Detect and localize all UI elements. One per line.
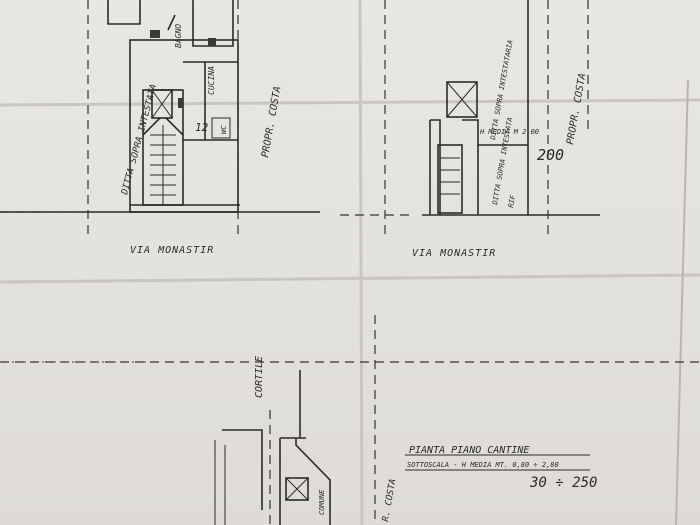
ditta-left-label: DITTA SOPRA INTESTATA <box>120 83 159 196</box>
comune-label: COMUNE <box>318 489 326 515</box>
fold-crease <box>0 273 700 284</box>
propr-costa-right-label: PROPR. COSTA <box>565 72 588 145</box>
costa-bottom-label: R. COSTA <box>381 478 398 522</box>
fold-crease <box>0 98 700 107</box>
rif-label: RIF <box>507 194 517 209</box>
misura-small-label: H MEDIA M 2,00 <box>479 128 539 136</box>
scale-200-label: 200 <box>537 146 564 164</box>
left-building-plan <box>0 0 320 235</box>
sottoscala-note: SOTTOSCALA - H MEDIA MT. 0,80 ÷ 2,80 <box>407 461 559 469</box>
lower-building-plan <box>0 315 700 525</box>
bagno-label: BAGNO <box>174 24 183 48</box>
via-monastir-left-label: VIA MONASTIR <box>130 245 214 256</box>
scale-ratio: 30 ÷ 250 <box>529 475 597 491</box>
cortile-label: CORTILE <box>254 356 265 398</box>
wc-label: WC <box>220 125 228 134</box>
pianta-title: PIANTA PIANO CANTINE <box>409 445 529 456</box>
propr-costa-left-label: PROPR. COSTA <box>260 85 283 158</box>
cucina-label: CUCINA <box>207 66 216 95</box>
right-building-plan <box>340 0 600 235</box>
via-monastir-right-label: VIA MONASTIR <box>412 248 496 259</box>
paper-edge <box>675 79 689 525</box>
room-number-label: 12 <box>195 121 209 134</box>
fold-crease <box>358 0 364 525</box>
